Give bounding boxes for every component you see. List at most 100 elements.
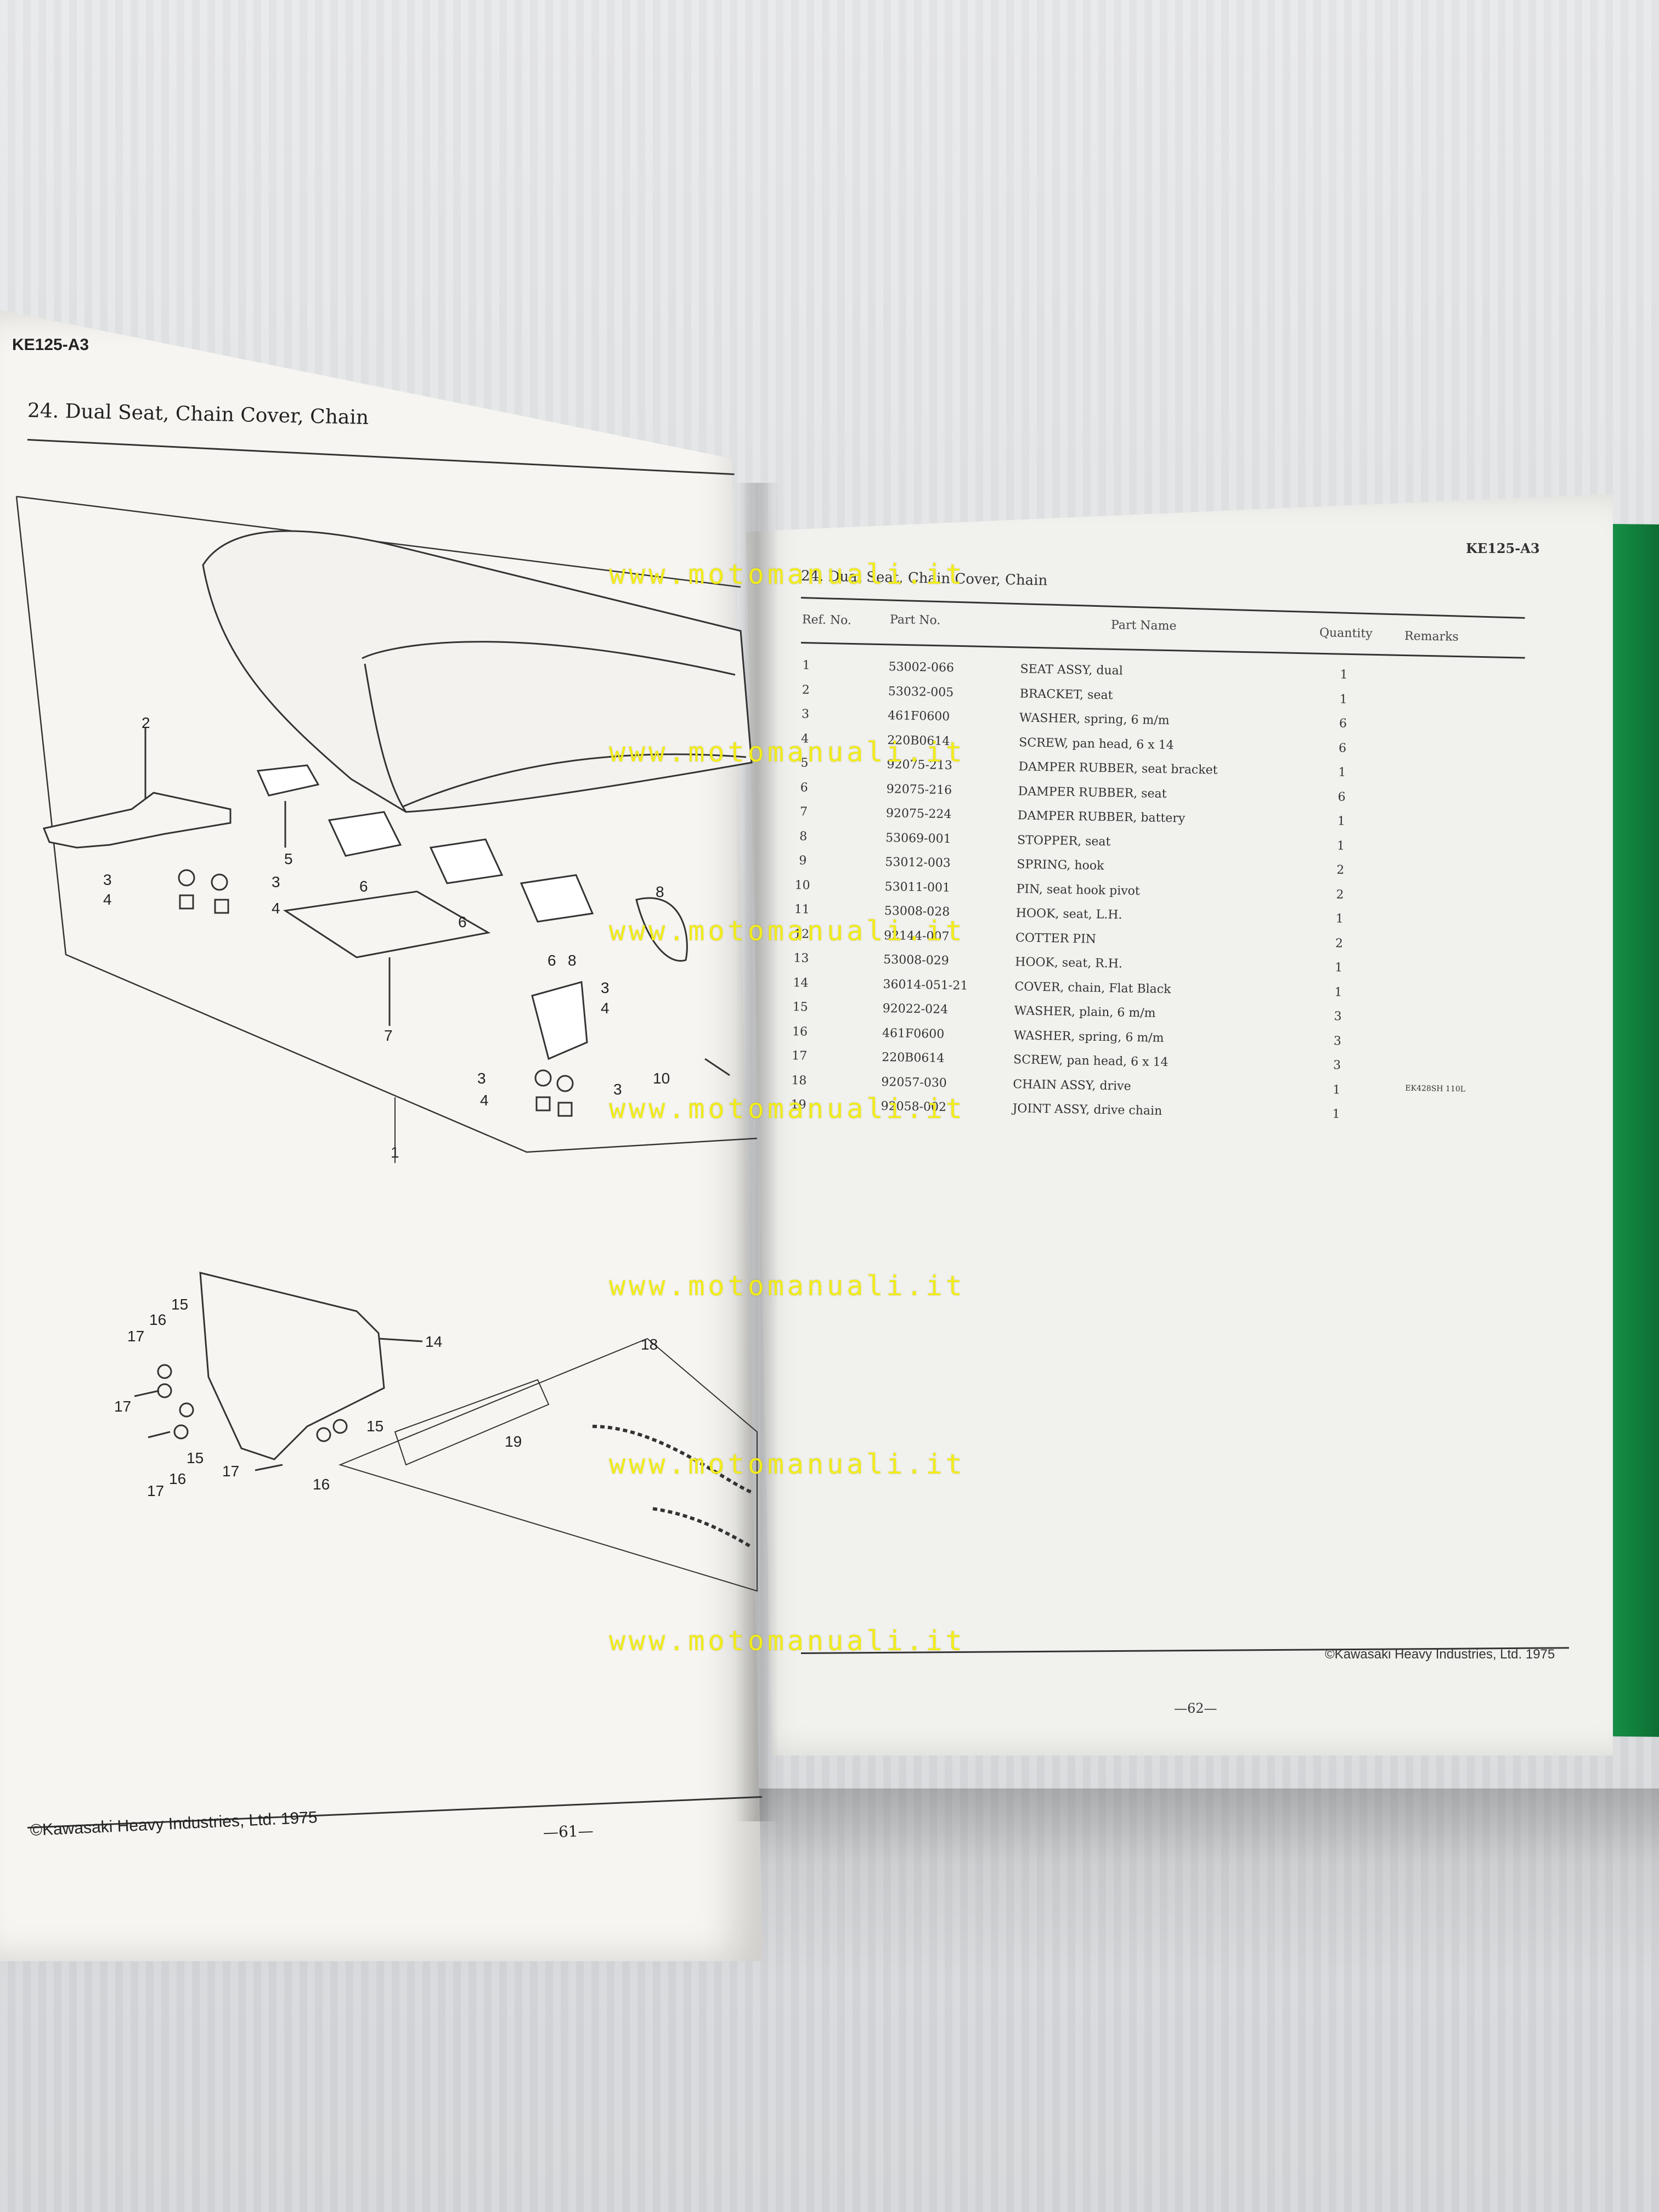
part-number-cell: 92075-216	[886, 782, 952, 797]
quantity-cell: 6	[1339, 716, 1347, 731]
watermark: www.motomanuali.it	[609, 1270, 966, 1302]
callout: 17	[127, 1328, 145, 1345]
callout: 5	[284, 850, 293, 867]
callout: 3	[272, 873, 280, 890]
quantity-cell: 1	[1335, 912, 1344, 926]
quantity-cell: 1	[1334, 985, 1342, 1000]
callout: 17	[147, 1482, 165, 1499]
part-number-cell: 92057-030	[881, 1075, 947, 1090]
right-copyright: ©Kawasaki Heavy Industries, Ltd. 1975	[1325, 1647, 1555, 1662]
quantity-cell: 1	[1334, 961, 1343, 975]
callout: 3	[601, 979, 610, 996]
part-name-cell: DAMPER RUBBER, seat	[1018, 784, 1167, 801]
part-name-cell: HOOK, seat, R.H.	[1015, 955, 1123, 971]
part-name-cell: STOPPER, seat	[1017, 833, 1111, 849]
part-name-cell: SEAT ASSY, dual	[1020, 662, 1123, 678]
part-name-cell: PIN, seat hook pivot	[1016, 882, 1140, 898]
part-number-cell: 92075-224	[885, 806, 952, 822]
ref-cell: 14	[793, 975, 809, 990]
quantity-cell: 3	[1333, 1034, 1342, 1048]
part-number-cell: 92022-024	[882, 1002, 949, 1017]
right-page	[746, 494, 1613, 1756]
watermark: www.motomanuali.it	[609, 1625, 966, 1657]
callout: 6	[548, 952, 556, 969]
callout: 4	[103, 891, 112, 908]
callout: 17	[114, 1398, 132, 1415]
quantity-cell: 1	[1337, 814, 1346, 828]
part-name-cell: SCREW, pan head, 6 x 14	[1019, 735, 1174, 752]
ref-cell: 9	[799, 854, 807, 868]
part-name-cell: WASHER, spring, 6 m/m	[1019, 711, 1170, 728]
callout: 2	[142, 714, 150, 731]
quantity-cell: 6	[1338, 789, 1346, 804]
part-number-cell: 36014-051-21	[883, 977, 968, 993]
quantity-cell: 1	[1340, 668, 1348, 682]
quantity-cell: 1	[1336, 838, 1345, 853]
callout: 7	[384, 1027, 393, 1044]
callout: 15	[171, 1296, 189, 1313]
watermark: www.motomanuali.it	[609, 1448, 966, 1480]
part-name-cell: DAMPER RUBBER, battery	[1017, 809, 1186, 826]
part-number-cell: 53012-003	[885, 855, 951, 871]
quantity-cell: 1	[1338, 765, 1346, 780]
part-number-cell: 53011-001	[884, 879, 951, 895]
quantity-cell: 1	[1333, 1082, 1341, 1097]
callout: 4	[601, 1000, 610, 1017]
callout: 15	[366, 1418, 384, 1435]
ref-cell: 1	[802, 658, 810, 673]
part-name-cell: WASHER, plain, 6 m/m	[1014, 1004, 1156, 1020]
callout: 8	[568, 952, 577, 969]
part-name-cell: SPRING, hook	[1017, 857, 1104, 873]
watermark: www.motomanuali.it	[609, 558, 966, 590]
callout: 16	[149, 1311, 167, 1328]
ref-cell: 18	[791, 1073, 807, 1088]
part-number-cell: 53002-066	[888, 660, 955, 675]
header-ref-no: Ref. No.	[802, 613, 852, 628]
right-model-label: KE125-A3	[1466, 540, 1540, 556]
quantity-cell: 1	[1339, 692, 1347, 707]
header-part-no: Part No.	[889, 613, 941, 628]
callout: 18	[641, 1336, 658, 1353]
part-number-cell: 461F0600	[882, 1026, 945, 1041]
quantity-cell: 6	[1338, 741, 1347, 755]
right-page-number: —62—	[1174, 1701, 1217, 1716]
callout: 17	[222, 1463, 240, 1480]
callout: 16	[313, 1476, 330, 1493]
ref-cell: 15	[792, 1000, 808, 1014]
header-quantity: Quantity	[1319, 626, 1373, 641]
ref-cell: 16	[792, 1024, 808, 1039]
header-part-name: Part Name	[1110, 618, 1177, 634]
quantity-cell: 2	[1335, 936, 1344, 951]
watermark: www.motomanuali.it	[609, 1093, 966, 1125]
header-remarks: Remarks	[1404, 629, 1459, 644]
part-number-cell: 53069-001	[885, 831, 951, 846]
callout: 4	[480, 1092, 489, 1109]
callout: 19	[505, 1433, 522, 1450]
part-name-cell: COVER, chain, Flat Black	[1014, 979, 1171, 996]
quantity-cell: 2	[1336, 863, 1345, 877]
callout: 14	[425, 1333, 443, 1350]
part-name-cell: JOINT ASSY, drive chain	[1012, 1102, 1163, 1118]
part-number-cell: 53032-005	[888, 684, 954, 699]
part-number-cell: 53008-029	[883, 953, 949, 968]
part-name-cell: WASHER, spring, 6 m/m	[1013, 1028, 1164, 1045]
ref-cell: 10	[794, 878, 810, 893]
callout: 3	[613, 1081, 622, 1098]
callout: 10	[653, 1070, 670, 1087]
part-number-cell: 220B0614	[881, 1051, 945, 1066]
callout: 1	[391, 1144, 399, 1161]
callout: 6	[458, 913, 467, 930]
callout: 4	[272, 900, 280, 917]
quantity-cell: 1	[1332, 1107, 1340, 1121]
ref-cell: 6	[800, 780, 808, 795]
quantity-cell: 3	[1333, 1058, 1341, 1073]
part-name-cell: CHAIN ASSY, drive	[1013, 1077, 1131, 1093]
part-name-cell: DAMPER RUBBER, seat bracket	[1018, 760, 1218, 777]
left-page-number: —61—	[543, 1821, 594, 1842]
part-name-cell: COTTER PIN	[1015, 930, 1097, 946]
part-name-cell: BRACKET, seat	[1019, 686, 1113, 702]
part-number-cell: 461F0600	[887, 709, 950, 724]
quantity-cell: 3	[1334, 1009, 1342, 1024]
parts-table: 1 53002-066 SEAT ASSY, dual 1 2 53032-005 BRAC…	[782, 654, 1503, 1130]
